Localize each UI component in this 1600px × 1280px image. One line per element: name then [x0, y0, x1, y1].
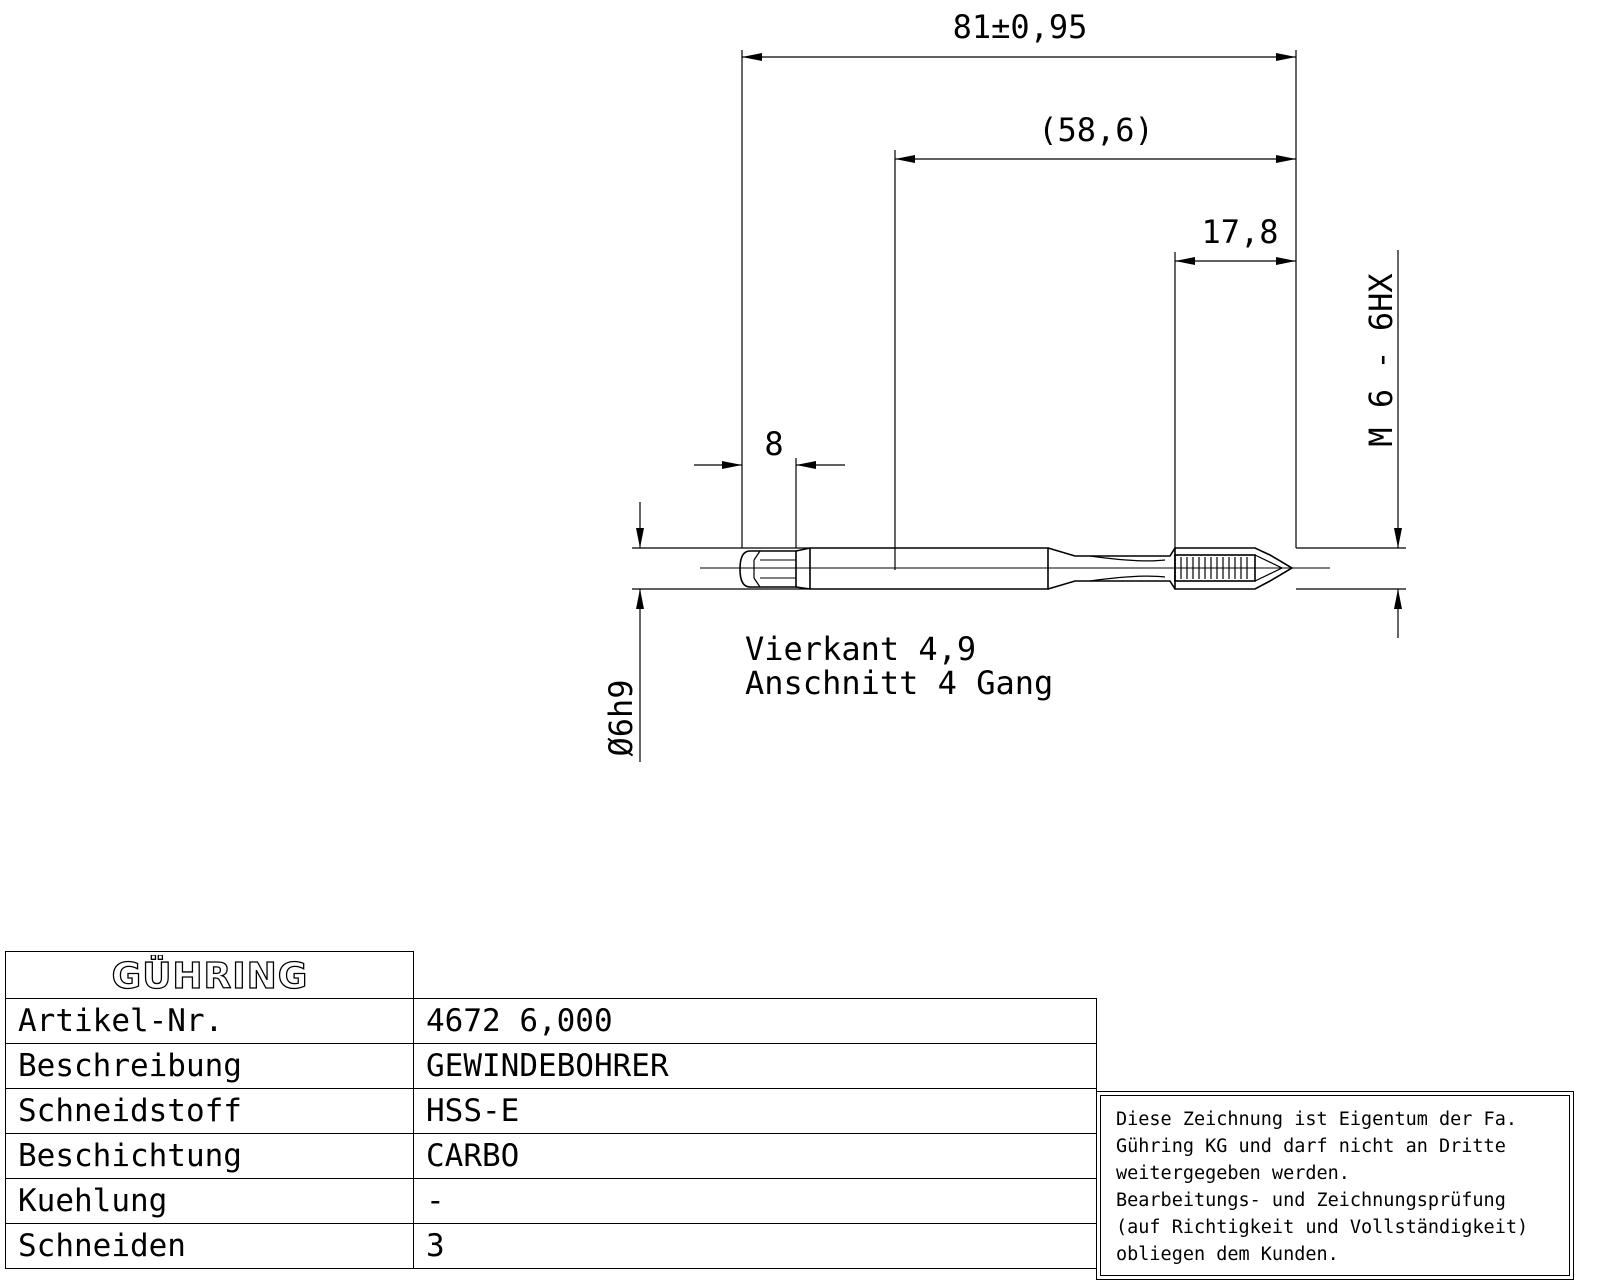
table-row: Kuehlung -	[5, 1178, 1097, 1224]
row-label: Kuehlung	[5, 1178, 414, 1224]
logo-row: GÜHRING	[5, 951, 1097, 999]
row-value: -	[413, 1178, 1097, 1224]
notice-line: (auf Richtigkeit und Vollständigkeit)	[1116, 1217, 1529, 1238]
table-row: Beschreibung GEWINDEBOHRER	[5, 1043, 1097, 1089]
notice-line: weitergegeben werden.	[1116, 1163, 1350, 1184]
table-row: Schneiden 3	[5, 1223, 1097, 1269]
thread-body	[1174, 554, 1256, 582]
thread-spec: M 6 - 6HX	[1362, 273, 1400, 446]
row-label: Beschichtung	[5, 1133, 414, 1179]
notice-text: Diese Zeichnung ist Eigentum der Fa. Güh…	[1100, 1095, 1570, 1276]
row-value: 3	[413, 1223, 1097, 1269]
neck	[1047, 547, 1176, 590]
logo-cell: GÜHRING	[5, 951, 414, 999]
row-label: Schneiden	[5, 1223, 414, 1269]
guehring-logo: GÜHRING	[110, 955, 308, 995]
dim-total-length: 81±0,95	[953, 8, 1088, 46]
dim-thread-length: 17,8	[1201, 213, 1278, 251]
notice-line: Gühring KG und darf nicht an Dritte	[1116, 1136, 1506, 1157]
square-end	[739, 550, 797, 588]
row-value: CARBO	[413, 1133, 1097, 1179]
note-square: Vierkant 4,9	[745, 630, 976, 668]
shank	[795, 547, 1049, 590]
logo-text: GÜHRING	[111, 955, 308, 995]
row-value: HSS-E	[413, 1088, 1097, 1134]
table-row: Beschichtung CARBO	[5, 1133, 1097, 1179]
dimension-lines	[632, 53, 1406, 762]
copyright-notice: Diese Zeichnung ist Eigentum der Fa. Güh…	[1096, 1091, 1574, 1280]
notice-line: Diese Zeichnung ist Eigentum der Fa.	[1116, 1109, 1517, 1130]
row-value: 4672 6,000	[413, 998, 1097, 1044]
dim-square-length: 8	[764, 425, 783, 463]
thread-section	[1174, 547, 1294, 590]
row-label: Schneidstoff	[5, 1088, 414, 1134]
note-chamfer: Anschnitt 4 Gang	[745, 664, 1053, 702]
notice-line: Bearbeitungs- und Zeichnungsprüfung	[1116, 1190, 1506, 1211]
title-block: GÜHRING Artikel-Nr. 4672 6,000 Beschreib…	[5, 951, 1097, 1269]
dim-shank-length: (58,6)	[1038, 111, 1154, 149]
chamfer-point	[1254, 554, 1284, 582]
row-label: Beschreibung	[5, 1043, 414, 1089]
thread-teeth	[1180, 557, 1248, 579]
shank-diameter: Ø6h9	[602, 679, 640, 756]
table-row: Schneidstoff HSS-E	[5, 1088, 1097, 1134]
tap-outline	[700, 547, 1330, 590]
notice-line: obliegen dem Kunden.	[1116, 1244, 1339, 1265]
technical-drawing: 81±0,95 (58,6) 17,8 8 M 6 - 6HX Ø6h9 Vie…	[602, 8, 1406, 762]
flute-lines	[1089, 555, 1166, 582]
extension-lines	[741, 50, 1297, 570]
table-row: Artikel-Nr. 4672 6,000	[5, 998, 1097, 1044]
row-label: Artikel-Nr.	[5, 998, 414, 1044]
row-value: GEWINDEBOHRER	[413, 1043, 1097, 1089]
